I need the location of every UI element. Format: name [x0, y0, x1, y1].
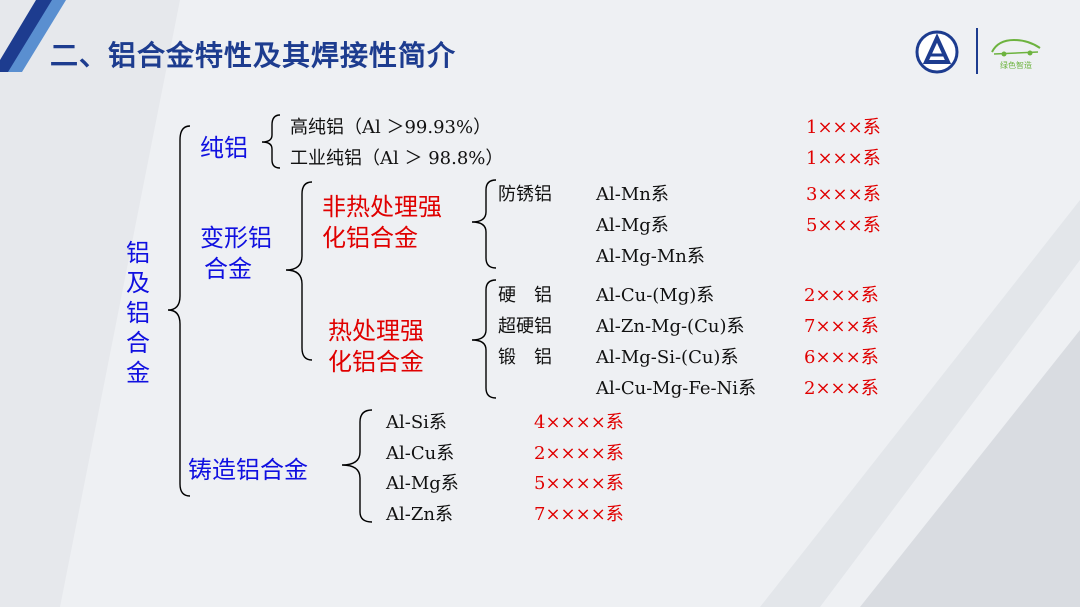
root-char: 合 — [126, 329, 150, 357]
brace-cast — [341, 409, 373, 523]
heat-alloy: Al-Cu-(Mg)系 — [596, 285, 715, 306]
non-heat-series: 3×××系 — [806, 184, 881, 205]
heat-series: 7×××系 — [804, 316, 879, 337]
logo-divider — [976, 28, 978, 74]
cast-alloy: Al-Si系 — [386, 412, 447, 433]
cast-series: 4××××系 — [534, 412, 624, 433]
non-heat-alloy: Al-Mn系 — [596, 184, 669, 205]
cast-series: 7××××系 — [534, 504, 624, 525]
brace-non-heat — [471, 179, 497, 269]
heat-category: 锻 铝 — [498, 347, 552, 368]
root-char: 铝 — [126, 239, 150, 267]
heat-alloy: Al-Zn-Mg-(Cu)系 — [596, 316, 745, 337]
cast-alloy: Al-Cu系 — [386, 443, 455, 464]
heat-series: 2×××系 — [804, 285, 879, 306]
heat-series: 6×××系 — [804, 347, 879, 368]
page-title: 二、铝合金特性及其焊接性简介 — [50, 39, 457, 72]
non-heat-alloy: Al-Mg-Mn系 — [596, 246, 705, 267]
root-char: 铝 — [126, 299, 150, 327]
heat-series: 2×××系 — [804, 378, 879, 399]
pure-aluminum-label: 纯铝 — [200, 134, 248, 162]
brace-heat — [471, 279, 497, 399]
root-char: 金 — [126, 359, 150, 387]
root-label: 铝 及 铝 合 金 — [123, 238, 153, 388]
heat-alloy: Al-Cu-Mg-Fe-Ni系 — [596, 378, 757, 399]
wrought-label: 变形铝 — [200, 224, 272, 252]
heat-alloy: Al-Mg-Si-(Cu)系 — [596, 347, 739, 368]
heat-treatable-label: 化铝合金 — [328, 348, 424, 376]
brace-root — [167, 125, 191, 497]
brace-wrought — [285, 181, 313, 361]
root-char: 及 — [126, 269, 150, 297]
company-logo-icon — [915, 30, 959, 74]
cast-series: 2××××系 — [534, 443, 624, 464]
cast-series: 5××××系 — [534, 473, 624, 494]
cast-alloy: Al-Zn系 — [386, 504, 453, 525]
non-heat-treatable-label: 非热处理强 — [322, 193, 442, 221]
pure-item-series: 1×××系 — [806, 117, 881, 138]
non-heat-category: 防锈铝 — [498, 184, 552, 205]
logo-text: 绿色智造 — [1000, 61, 1032, 70]
non-heat-alloy: Al-Mg系 — [596, 215, 669, 236]
heat-treatable-label: 热处理强 — [328, 317, 424, 345]
cast-alloy: Al-Mg系 — [386, 473, 459, 494]
cast-alloy-label: 铸造铝合金 — [188, 456, 308, 484]
wrought-label: 合金 — [204, 255, 252, 283]
pure-item-name: 工业纯铝（Al ＞ 98.8%） — [290, 148, 504, 169]
non-heat-series: 5×××系 — [806, 215, 881, 236]
pure-item-name: 高纯铝（Al ＞99.93%） — [290, 117, 492, 138]
non-heat-treatable-label: 化铝合金 — [322, 224, 418, 252]
brace-pure — [261, 114, 281, 169]
green-car-icon — [991, 38, 1041, 57]
heat-category: 硬 铝 — [498, 285, 552, 306]
heat-category: 超硬铝 — [498, 316, 552, 337]
pure-item-series: 1×××系 — [806, 148, 881, 169]
